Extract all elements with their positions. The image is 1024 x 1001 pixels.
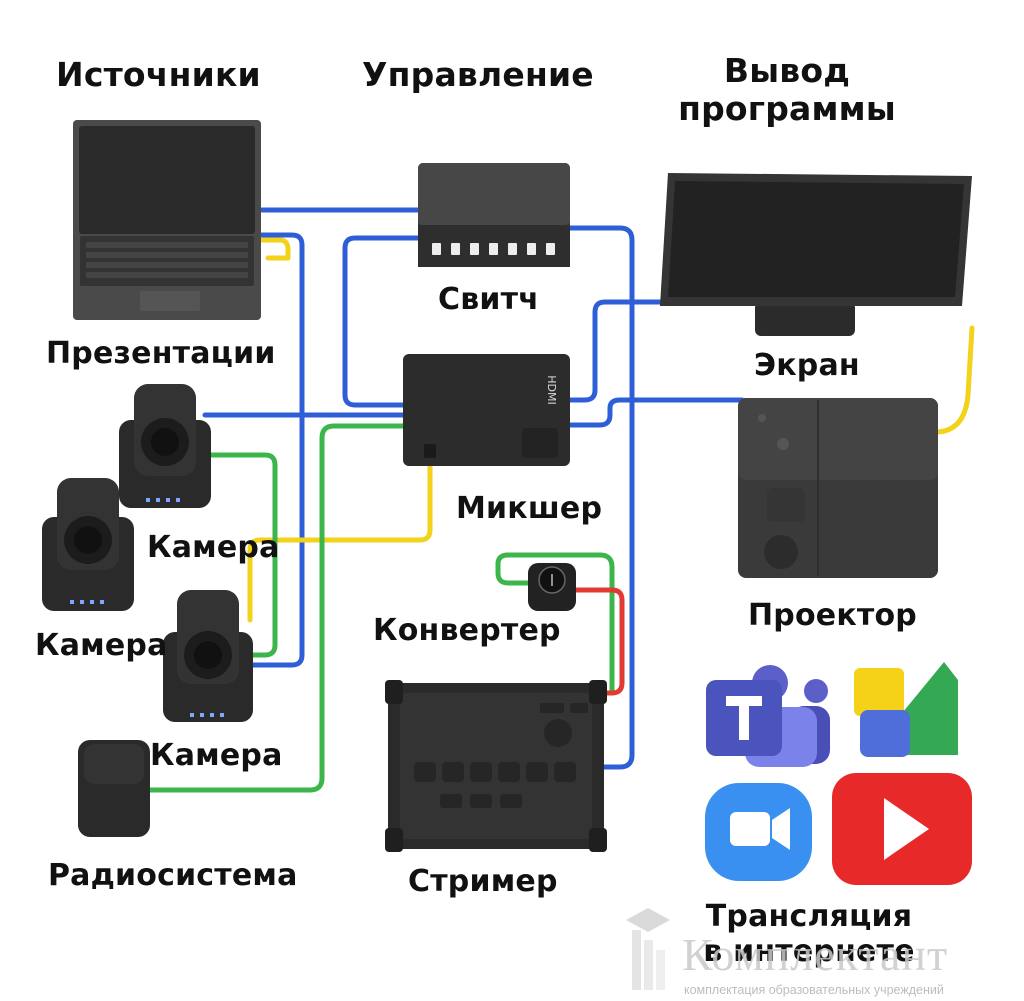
camera-icon-1 [119,384,211,508]
cable-laptop-mixer [249,232,305,668]
header-sources: Источники [56,55,261,94]
label-camera-2: Камера [35,628,168,663]
converter-icon [528,563,576,611]
cable-mixer-camera2 [247,459,433,623]
laptop-icon [73,120,261,320]
google-meet-icon [854,662,958,757]
label-streamer: Стример [408,864,558,899]
cable-mixer-screen [565,299,668,403]
projector-icon [738,398,938,578]
cable-switch-streamer [567,225,635,770]
mixer-marking: HDMI [545,375,558,404]
watermark-logo-icon [626,908,670,990]
screen-icon [660,173,972,336]
cable-projector-antenna [935,325,975,435]
cable-converter-streamer [569,587,625,696]
label-mixer: Микшер [456,491,603,526]
switch-icon [418,163,570,267]
cable-radio-mixer [147,423,407,793]
cable-switch-mixer [342,235,421,408]
label-converter: Конвертер [373,613,561,648]
label-screen: Экран [754,348,860,383]
mixer-icon: HDMI [403,354,570,466]
youtube-icon [832,773,972,885]
label-radio: Радиосистема [48,858,298,893]
camera-icon-3 [163,590,253,722]
label-camera-1: Камера [147,530,280,565]
cable-camera1-green [207,452,278,658]
label-switch: Свитч [438,282,540,317]
watermark-tagline: комплектация образовательных учреждений [684,983,944,997]
zoom-icon [705,783,812,881]
header-output: Вывод программы [678,51,896,128]
radio-system-icon [78,740,150,837]
teams-icon [706,665,830,767]
cable-converter-green [495,552,615,693]
label-laptop: Презентации [46,336,276,371]
label-camera-3: Камера [150,738,283,773]
header-control: Управление [362,55,594,94]
watermark-name: Комплектант [682,929,949,980]
cable-mixer-projector [565,397,745,428]
cables [147,207,975,793]
camera-icon-2 [42,478,134,611]
label-projector: Проектор [748,598,917,633]
label-broadcast: Трансляция в интернете [703,899,915,969]
streamer-icon [385,680,607,852]
cable-laptop-power [259,237,291,261]
